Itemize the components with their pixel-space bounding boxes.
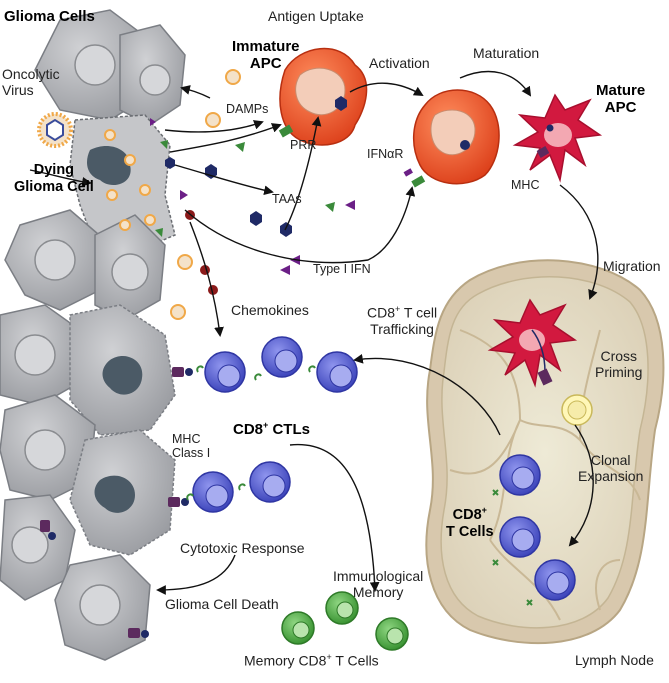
- clonal-expansion-arrow: [568, 424, 594, 547]
- mhc-class-i-receptor: [168, 497, 189, 507]
- activation-label: Activation: [369, 55, 430, 71]
- memory-t-cell: [325, 591, 359, 625]
- maturation-label: Maturation: [473, 45, 540, 61]
- maturation-arrow: [459, 70, 532, 97]
- migration-label: Migration: [603, 258, 661, 274]
- mhc-class-i-label: MHC Class I: [172, 432, 211, 461]
- glioma-death-arrow: [156, 554, 236, 595]
- glioma-cell-cluster: [0, 9, 193, 661]
- immature-apc: [278, 48, 368, 146]
- lymph-node: [425, 259, 665, 645]
- taas-arrow: [174, 164, 274, 196]
- cytotoxic-response-label: Cytotoxic Response: [180, 540, 305, 556]
- prr-label: PRR: [290, 138, 317, 152]
- immature-apc-label: Immature APC: [232, 38, 300, 73]
- type-i-ifn-arrow: [184, 186, 416, 264]
- mhc-label: MHC: [511, 178, 540, 192]
- damps-label: DAMPs: [226, 102, 269, 116]
- glioma-cell-death-label: Glioma Cell Death: [165, 596, 279, 612]
- mature-apc-in-lymph-node: [487, 298, 578, 388]
- glioma-cells-label: Glioma Cells: [4, 8, 95, 25]
- mhc-class-i-receptor: [40, 520, 56, 540]
- cd8-t-cell: [492, 454, 541, 496]
- cd8-trafficking-label: CD8+ T cell Trafficking: [367, 304, 438, 337]
- trafficking-arrow: [353, 353, 501, 436]
- virus-particles: [104, 69, 241, 320]
- memory-cd8-t-cells: [281, 591, 409, 651]
- chemokines-arrow: [189, 221, 224, 337]
- activated-apc: [403, 89, 500, 188]
- damps-prr-arrow: [169, 123, 282, 153]
- dying-nucleus: [87, 145, 131, 185]
- cross-priming-label: Cross Priming: [595, 348, 643, 381]
- damps-arrow: [164, 120, 264, 133]
- chemokines-label: Chemokines: [231, 302, 309, 318]
- mhc-class-i-receptor: [172, 367, 193, 377]
- virus-spread-arrow: [180, 85, 211, 99]
- mhc-class-i-receptor: [128, 628, 149, 638]
- oncolytic-virus: [37, 112, 73, 148]
- ifnar-label: IFNαR: [367, 147, 404, 161]
- cd8-ctl: [238, 461, 291, 503]
- taas-label: TAAs: [272, 192, 302, 206]
- cd8-ctl: [186, 471, 234, 513]
- antigen-uptake-arrow: [284, 116, 322, 231]
- memory-t-cell: [375, 617, 409, 651]
- lymph-node-label: Lymph Node: [575, 652, 654, 668]
- migration-arrow: [559, 184, 599, 300]
- cd8-t-cell: [492, 516, 541, 566]
- immunological-memory-label: Immunological Memory: [333, 568, 424, 601]
- naive-t-cell: [561, 394, 593, 426]
- process-arrows: [29, 70, 599, 595]
- mature-apc-label: Mature APC: [596, 82, 646, 117]
- oncolytic-virus-label: Oncolytic Virus: [2, 66, 60, 99]
- cd8-ctl: [254, 336, 303, 381]
- clonal-expansion-label: Clonal Expansion: [578, 452, 644, 485]
- cd8-ctls: [186, 336, 358, 513]
- mature-apc: [512, 93, 603, 183]
- infection-arrow: [29, 169, 92, 187]
- activation-arrow: [349, 82, 424, 96]
- cd8-ctl: [308, 351, 358, 393]
- antigen-uptake-label: Antigen Uptake: [268, 8, 364, 24]
- damps-molecules: [155, 140, 335, 237]
- cd8-t-cells-label: CD8+T Cells: [446, 505, 494, 540]
- memory-cd8-t-cells-label: Memory CD8+ T Cells: [244, 652, 379, 669]
- dying-glioma-cell-label: Dying Glioma Cell: [14, 162, 94, 195]
- cd8-ctls-label: CD8+ CTLs: [233, 420, 310, 438]
- cd8-ctl: [196, 351, 246, 393]
- memory-arrow: [289, 443, 380, 592]
- cd8-t-cell: [526, 559, 576, 606]
- memory-t-cell: [281, 611, 315, 645]
- type-i-ifn-label: Type I IFN: [313, 262, 371, 276]
- lymph-node-cd8-t-cells: [492, 454, 576, 606]
